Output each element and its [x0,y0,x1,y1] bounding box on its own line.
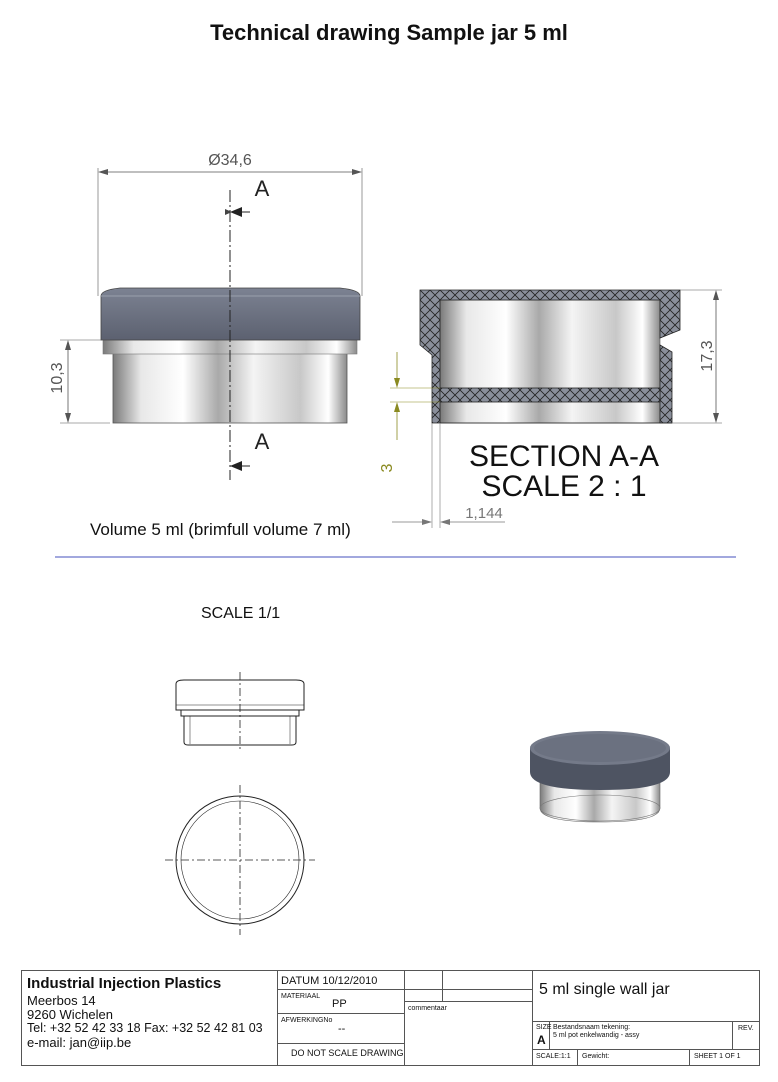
volume-note: Volume 5 ml (brimfull volume 7 ml) [90,520,351,539]
company-address-2: 9260 Wichelen [27,1007,113,1022]
afwerking-value: -- [338,1023,346,1035]
small-top-view [165,785,315,935]
size-value: A [537,1033,546,1047]
no-scale-note: DO NOT SCALE DRAWING [291,1048,404,1058]
file-label: Bestandsnaam tekening: [553,1024,631,1031]
thickness-dimension: 1,144 [465,505,503,522]
drawing-title: Technical drawing Sample jar 5 ml [210,20,568,45]
company-email: e-mail: jan@iip.be [27,1035,132,1050]
company-phone: Tel: +32 52 42 33 18 Fax: +32 52 42 81 0… [27,1021,263,1035]
scale-label: SCALE:1:1 [536,1053,571,1060]
iso-render [530,731,670,823]
size-label: SIZE [536,1024,552,1031]
company-address-1: Meerbos 14 [27,993,96,1008]
sheet-label: SHEET 1 OF 1 [694,1053,741,1060]
lower-scale-label: SCALE 1/1 [201,605,280,622]
title-block: Industrial Injection Plastics Meerbos 14… [21,970,760,1066]
small-side-view [175,672,305,752]
height-dimension-left: 10,3 [49,362,66,393]
weight-label: Gewicht: [582,1053,610,1060]
datum: DATUM 10/12/2010 [281,975,378,987]
front-view: A A Ø34,6 10,3 [49,152,363,480]
section-bottom-hatch [439,387,661,403]
section-view: 17,3 3 1,144 SECTION A-A SCALE 2 : 1 [379,289,722,528]
afwerking-label: AFWERKINGNo [281,1017,333,1024]
company-name: Industrial Injection Plastics [27,975,222,992]
section-title: SECTION A-A [469,440,659,473]
part-title: 5 ml single wall jar [539,981,670,998]
section-marker-bottom: A [255,429,270,454]
wall-dimension: 3 [379,463,396,472]
comment-label: commentaar [408,1005,447,1012]
section-lid-hatch [419,289,681,424]
file-value: 5 ml pot enkelwandig - assy [553,1032,640,1039]
section-marker-top: A [255,176,270,201]
height-dimension-right: 17,3 [699,340,716,371]
rev-label: REV. [738,1025,754,1032]
diameter-dimension: Ø34,6 [208,152,252,169]
section-scale: SCALE 2 : 1 [481,470,646,503]
section-interior [439,299,661,424]
materiaal-label: MATERIAAL [281,993,321,1000]
materiaal-value: PP [332,998,347,1010]
